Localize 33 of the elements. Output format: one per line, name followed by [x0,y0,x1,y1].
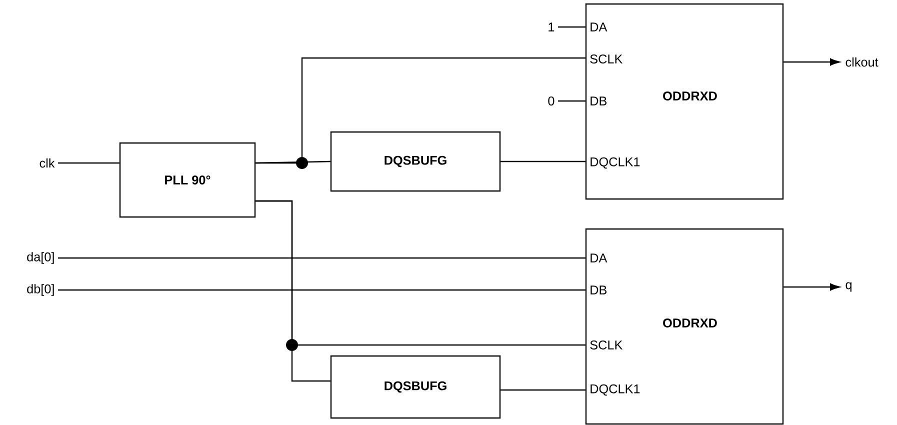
register-block [585,228,784,425]
block-title: ODDRXD [663,92,717,100]
wire [58,162,120,164]
pin-label: DA [590,22,608,32]
wire [58,289,586,291]
pin-label: SCLK [590,340,623,350]
signal-label: 1 [548,22,554,32]
pin-label: DQCLK1 [590,384,640,396]
wire [256,160,330,164]
signal-label: db[0] [27,284,54,296]
wire [558,26,586,28]
arrow [784,58,840,66]
register-block [585,3,784,200]
pin-label: DQCLK1 [590,157,640,169]
block-box: DQSBUFG [330,355,501,419]
wire [500,160,586,162]
pin-label: DA [590,254,608,262]
signal-label: clkout [846,57,878,67]
arrow [784,283,840,291]
wire [558,100,586,102]
block-title: ODDRXD [663,318,717,328]
pin-label: DB [590,286,607,294]
block-box: DQSBUFG [330,131,501,192]
signal-label: clk [40,158,55,168]
pin-label: DB [590,96,607,106]
signal-label: 0 [548,96,554,106]
wire [256,200,330,382]
pin-label: SCLK [590,54,623,64]
signal-label: q [846,282,852,292]
wire [58,257,586,259]
block-box: PLL 90° [119,142,256,218]
signal-label: da[0] [27,252,54,264]
wire [500,389,586,391]
